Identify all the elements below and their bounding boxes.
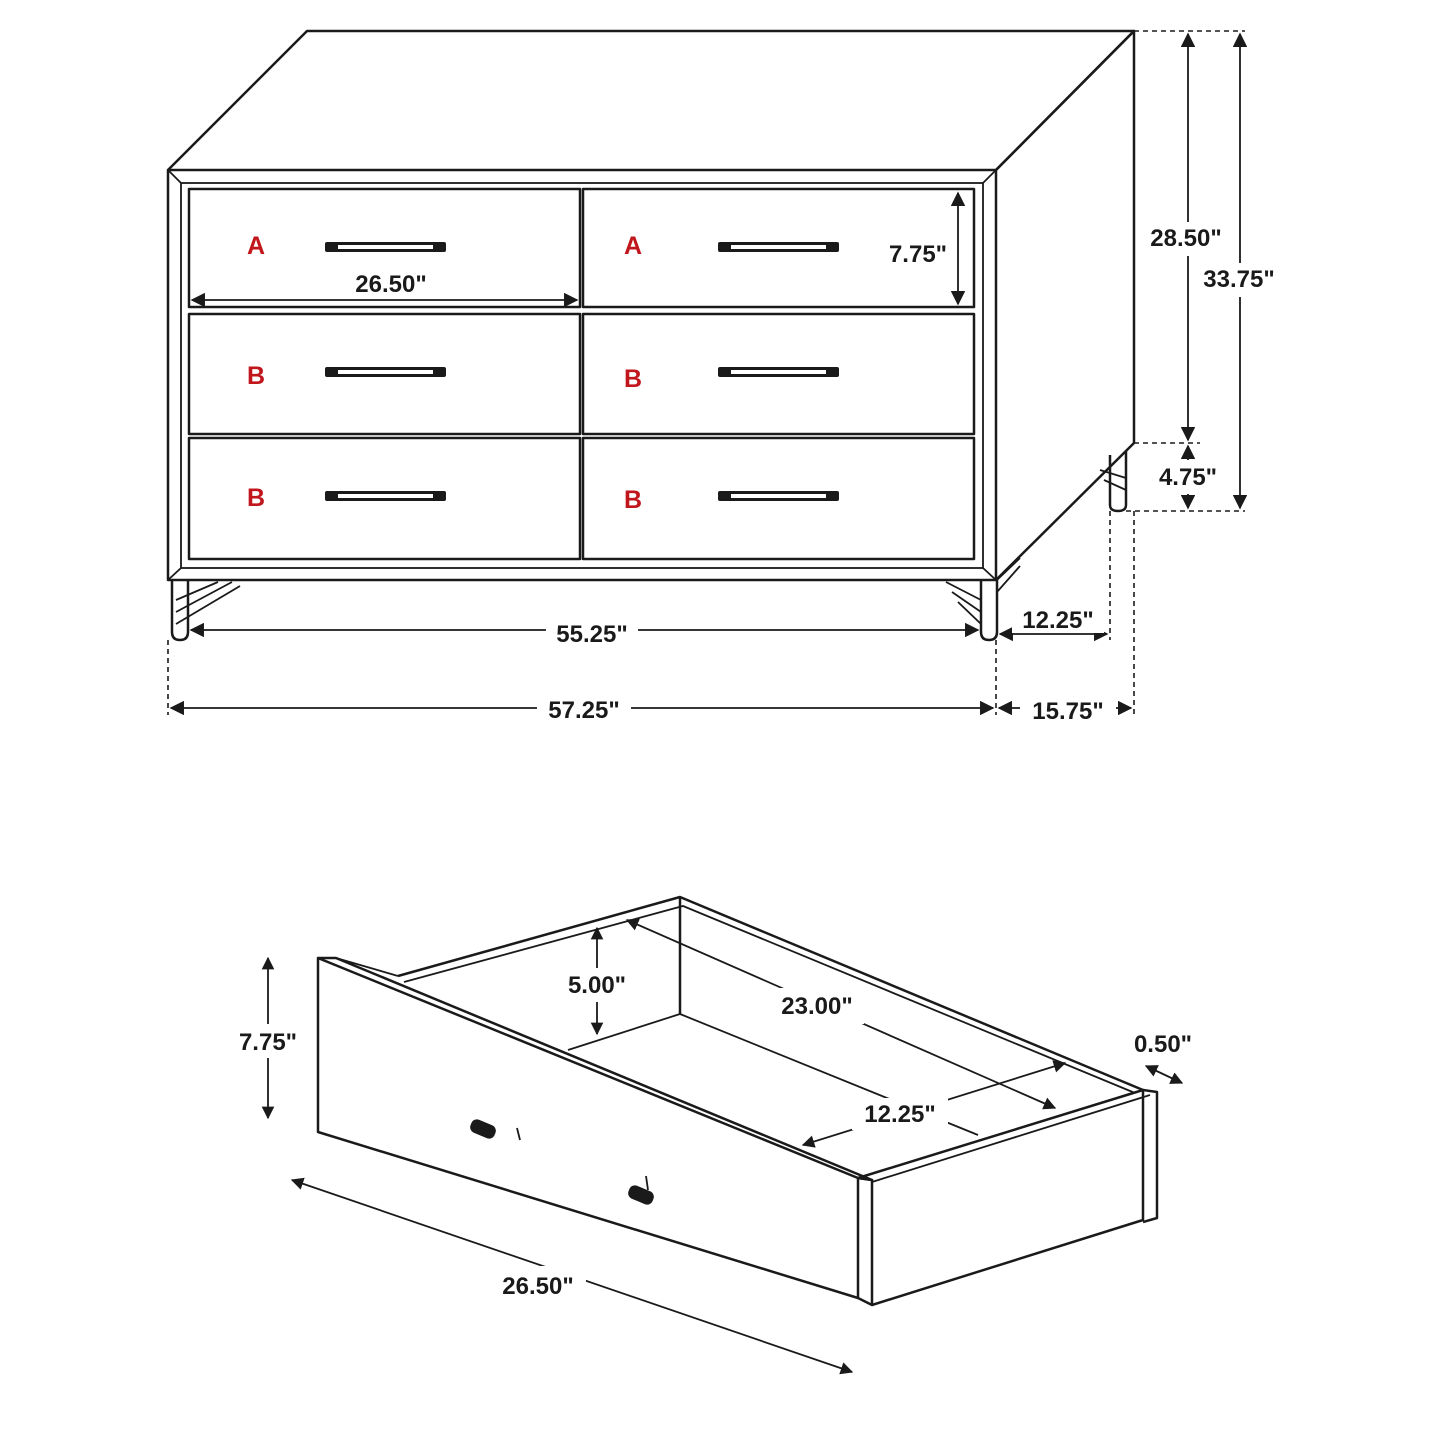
drawer-front-top-right bbox=[581, 187, 976, 309]
drawer-label-mid-left: B bbox=[247, 362, 265, 390]
label-box-height: 5.00" bbox=[568, 972, 626, 999]
drawer-front-mid-right bbox=[581, 312, 976, 436]
dresser-dimension-labels: 26.50" 7.75" 28.50" 33.75" 4.75" 55.25" … bbox=[355, 222, 1284, 725]
label-total-depth: 15.75" bbox=[1032, 698, 1103, 725]
dresser-inner-frame bbox=[180, 182, 984, 569]
label-front-width: 26.50" bbox=[502, 1273, 573, 1300]
drawer-front-bot-right bbox=[581, 436, 976, 561]
label-total-height: 33.75" bbox=[1203, 266, 1274, 293]
drawer-label-bot-left: B bbox=[247, 484, 265, 512]
drawer-label-mid-right: B bbox=[624, 365, 642, 393]
label-drawer-width: 26.50" bbox=[355, 271, 426, 298]
label-box-width: 12.25" bbox=[864, 1101, 935, 1128]
dresser-front bbox=[166, 168, 998, 582]
drawer-front-bot-left bbox=[187, 436, 582, 561]
drawer-front-mid-left bbox=[187, 312, 582, 436]
label-drawer-height: 7.75" bbox=[889, 241, 947, 268]
label-leg-height: 4.75" bbox=[1159, 464, 1217, 491]
drawer-dimension-labels: 7.75" 5.00" 23.00" 12.25" 0.50" 26.50" bbox=[226, 968, 1192, 1306]
dresser-side bbox=[995, 29, 1136, 581]
drawer-drawing bbox=[316, 895, 1159, 1307]
label-case-height: 28.50" bbox=[1150, 225, 1221, 252]
label-total-width: 57.25" bbox=[548, 697, 619, 724]
dresser-top bbox=[167, 29, 1136, 171]
label-front-height: 7.75" bbox=[239, 1029, 297, 1056]
drawer-label-top-right: A bbox=[624, 232, 642, 260]
drawer-handle bbox=[470, 1119, 654, 1205]
dresser-legs bbox=[170, 451, 1128, 642]
dresser-drawing: A A B B B B bbox=[166, 29, 1136, 642]
drawer-handles bbox=[325, 242, 839, 501]
label-inner-width: 55.25" bbox=[556, 621, 627, 648]
drawer-label-bot-right: B bbox=[624, 486, 642, 514]
label-panel-thickness: 0.50" bbox=[1134, 1031, 1192, 1058]
label-box-length: 23.00" bbox=[781, 993, 852, 1020]
label-inner-depth: 12.25" bbox=[1022, 607, 1093, 634]
drawer-label-top-left: A bbox=[247, 232, 265, 260]
